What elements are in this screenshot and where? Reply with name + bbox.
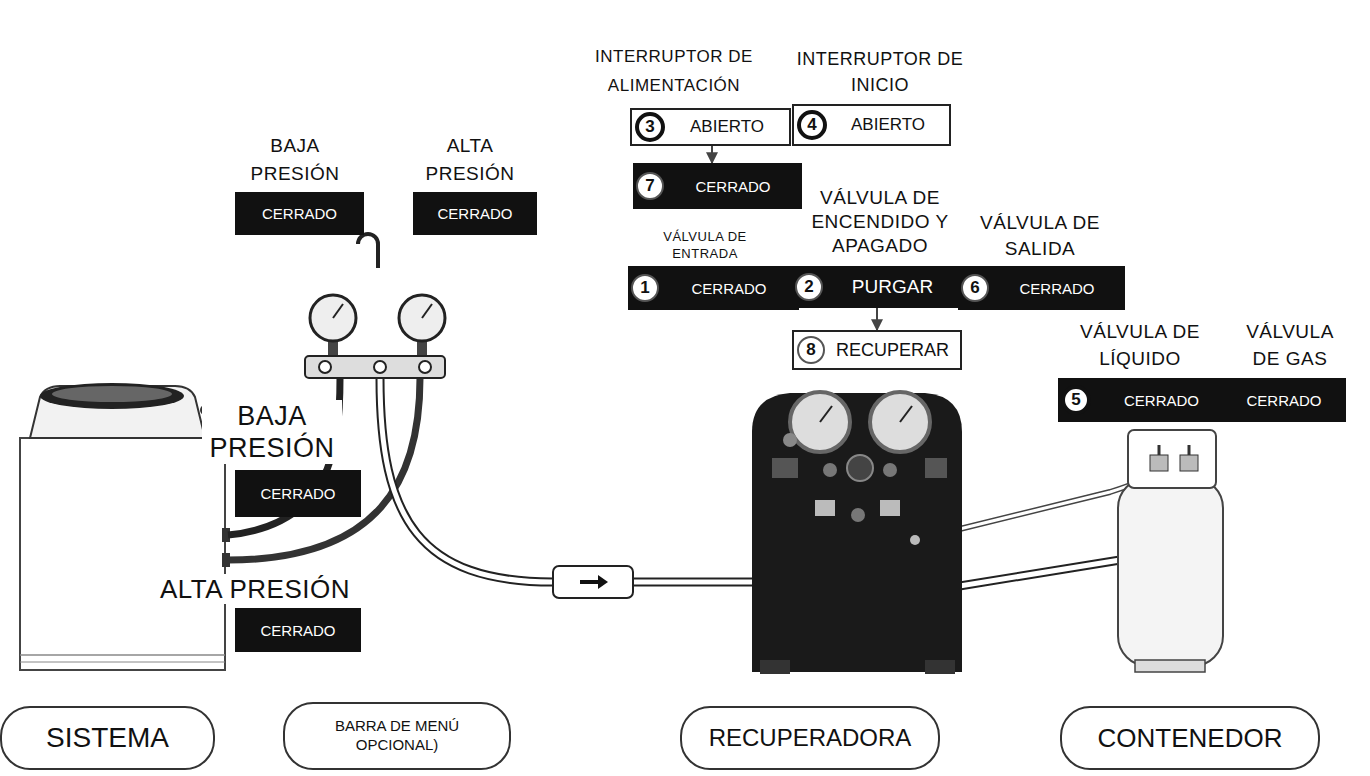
state-box: VÁLVULA DE ENCENDIDO Y APAGADO2PURGAR bbox=[792, 266, 962, 308]
callout-number: 2 bbox=[795, 273, 823, 301]
valve-label: VÁLVULA DE SALIDA bbox=[980, 210, 1100, 262]
system-unit bbox=[20, 383, 230, 670]
state-box: INTERRUPTOR DE ALIMENTACIÓN3ABIERTO bbox=[630, 108, 791, 146]
valve-label: VÁLVULA DE ENTRADA bbox=[645, 228, 765, 262]
state-box: BAJA PRESIÓNCERRADO bbox=[235, 192, 364, 235]
flow-arrow bbox=[711, 146, 713, 163]
callout-number: 5 bbox=[1061, 385, 1091, 415]
state-text: CERRADO bbox=[235, 485, 361, 502]
state-box: ALTA PRESIÓNCERRADO bbox=[413, 192, 537, 235]
section-name: BARRA DE MENÚ OPCIONAL) bbox=[318, 717, 476, 755]
callout-number: 4 bbox=[797, 110, 827, 140]
callout-number: 1 bbox=[631, 274, 659, 302]
state-text: CERRADO bbox=[664, 178, 802, 195]
valve-label: BAJA PRESIÓN bbox=[245, 132, 345, 188]
state-text: CERRADO bbox=[989, 280, 1125, 297]
state-box: 7CERRADO bbox=[633, 163, 802, 209]
valve-label: VÁLVULA DE ENCENDIDO Y APAGADO bbox=[810, 186, 950, 258]
state-text: PURGAR bbox=[823, 276, 962, 298]
state-box: INTERRUPTOR DE INICIO4ABIERTO bbox=[792, 104, 951, 146]
valve-label: INTERRUPTOR DE ALIMENTACIÓN bbox=[594, 42, 754, 100]
callout-number: 8 bbox=[797, 336, 825, 364]
flow-arrow bbox=[876, 308, 878, 330]
state-text: CERRADO bbox=[413, 205, 537, 222]
section-label: CONTENEDOR bbox=[1060, 706, 1320, 770]
state-text: CERRADO bbox=[659, 280, 799, 297]
callout-number: 7 bbox=[636, 172, 664, 200]
state-text: CERRADO bbox=[1091, 392, 1232, 409]
state-box: VÁLVULA DE LÍQUIDO5CERRADO bbox=[1058, 378, 1232, 422]
section-label: RECUPERADORA bbox=[680, 706, 940, 770]
valve-label: ALTA PRESIÓN bbox=[420, 132, 520, 188]
state-box: ALTA PRESIÓNCERRADO bbox=[235, 608, 361, 652]
state-box: 8RECUPERAR bbox=[792, 330, 962, 370]
section-label: BARRA DE MENÚ OPCIONAL) bbox=[283, 702, 511, 770]
refrigerant-cylinder bbox=[1118, 430, 1223, 672]
state-box: BAJA PRESIÓNCERRADO bbox=[235, 470, 361, 517]
state-text: CERRADO bbox=[235, 205, 364, 222]
inline-filter bbox=[553, 566, 633, 598]
valve-label: BAJA PRESIÓN bbox=[202, 400, 342, 464]
section-name: SISTEMA bbox=[2, 722, 213, 754]
valve-label: VÁLVULA DE LÍQUIDO bbox=[1075, 318, 1205, 372]
section-name: RECUPERADORA bbox=[682, 724, 938, 752]
recovery-machine bbox=[752, 392, 962, 674]
state-box: VÁLVULA DE ENTRADA1CERRADO bbox=[628, 266, 799, 310]
state-text: RECUPERAR bbox=[825, 340, 960, 361]
manifold-gauge bbox=[305, 234, 445, 378]
callout-number: 6 bbox=[961, 274, 989, 302]
state-text: CERRADO bbox=[235, 622, 361, 639]
section-label: SISTEMA bbox=[0, 706, 215, 770]
state-text: ABIERTO bbox=[827, 115, 949, 135]
state-text: CERRADO bbox=[1222, 392, 1346, 409]
state-text: ABIERTO bbox=[665, 117, 789, 137]
state-box: VÁLVULA DE GASCERRADO bbox=[1222, 378, 1346, 422]
section-name: CONTENEDOR bbox=[1062, 723, 1318, 754]
valve-label: INTERRUPTOR DE INICIO bbox=[795, 46, 965, 98]
callout-number: 3 bbox=[635, 112, 665, 142]
valve-label: VÁLVULA DE GAS bbox=[1235, 318, 1345, 372]
state-box: VÁLVULA DE SALIDA6CERRADO bbox=[958, 266, 1125, 310]
valve-label: ALTA PRESIÓN bbox=[120, 574, 390, 604]
